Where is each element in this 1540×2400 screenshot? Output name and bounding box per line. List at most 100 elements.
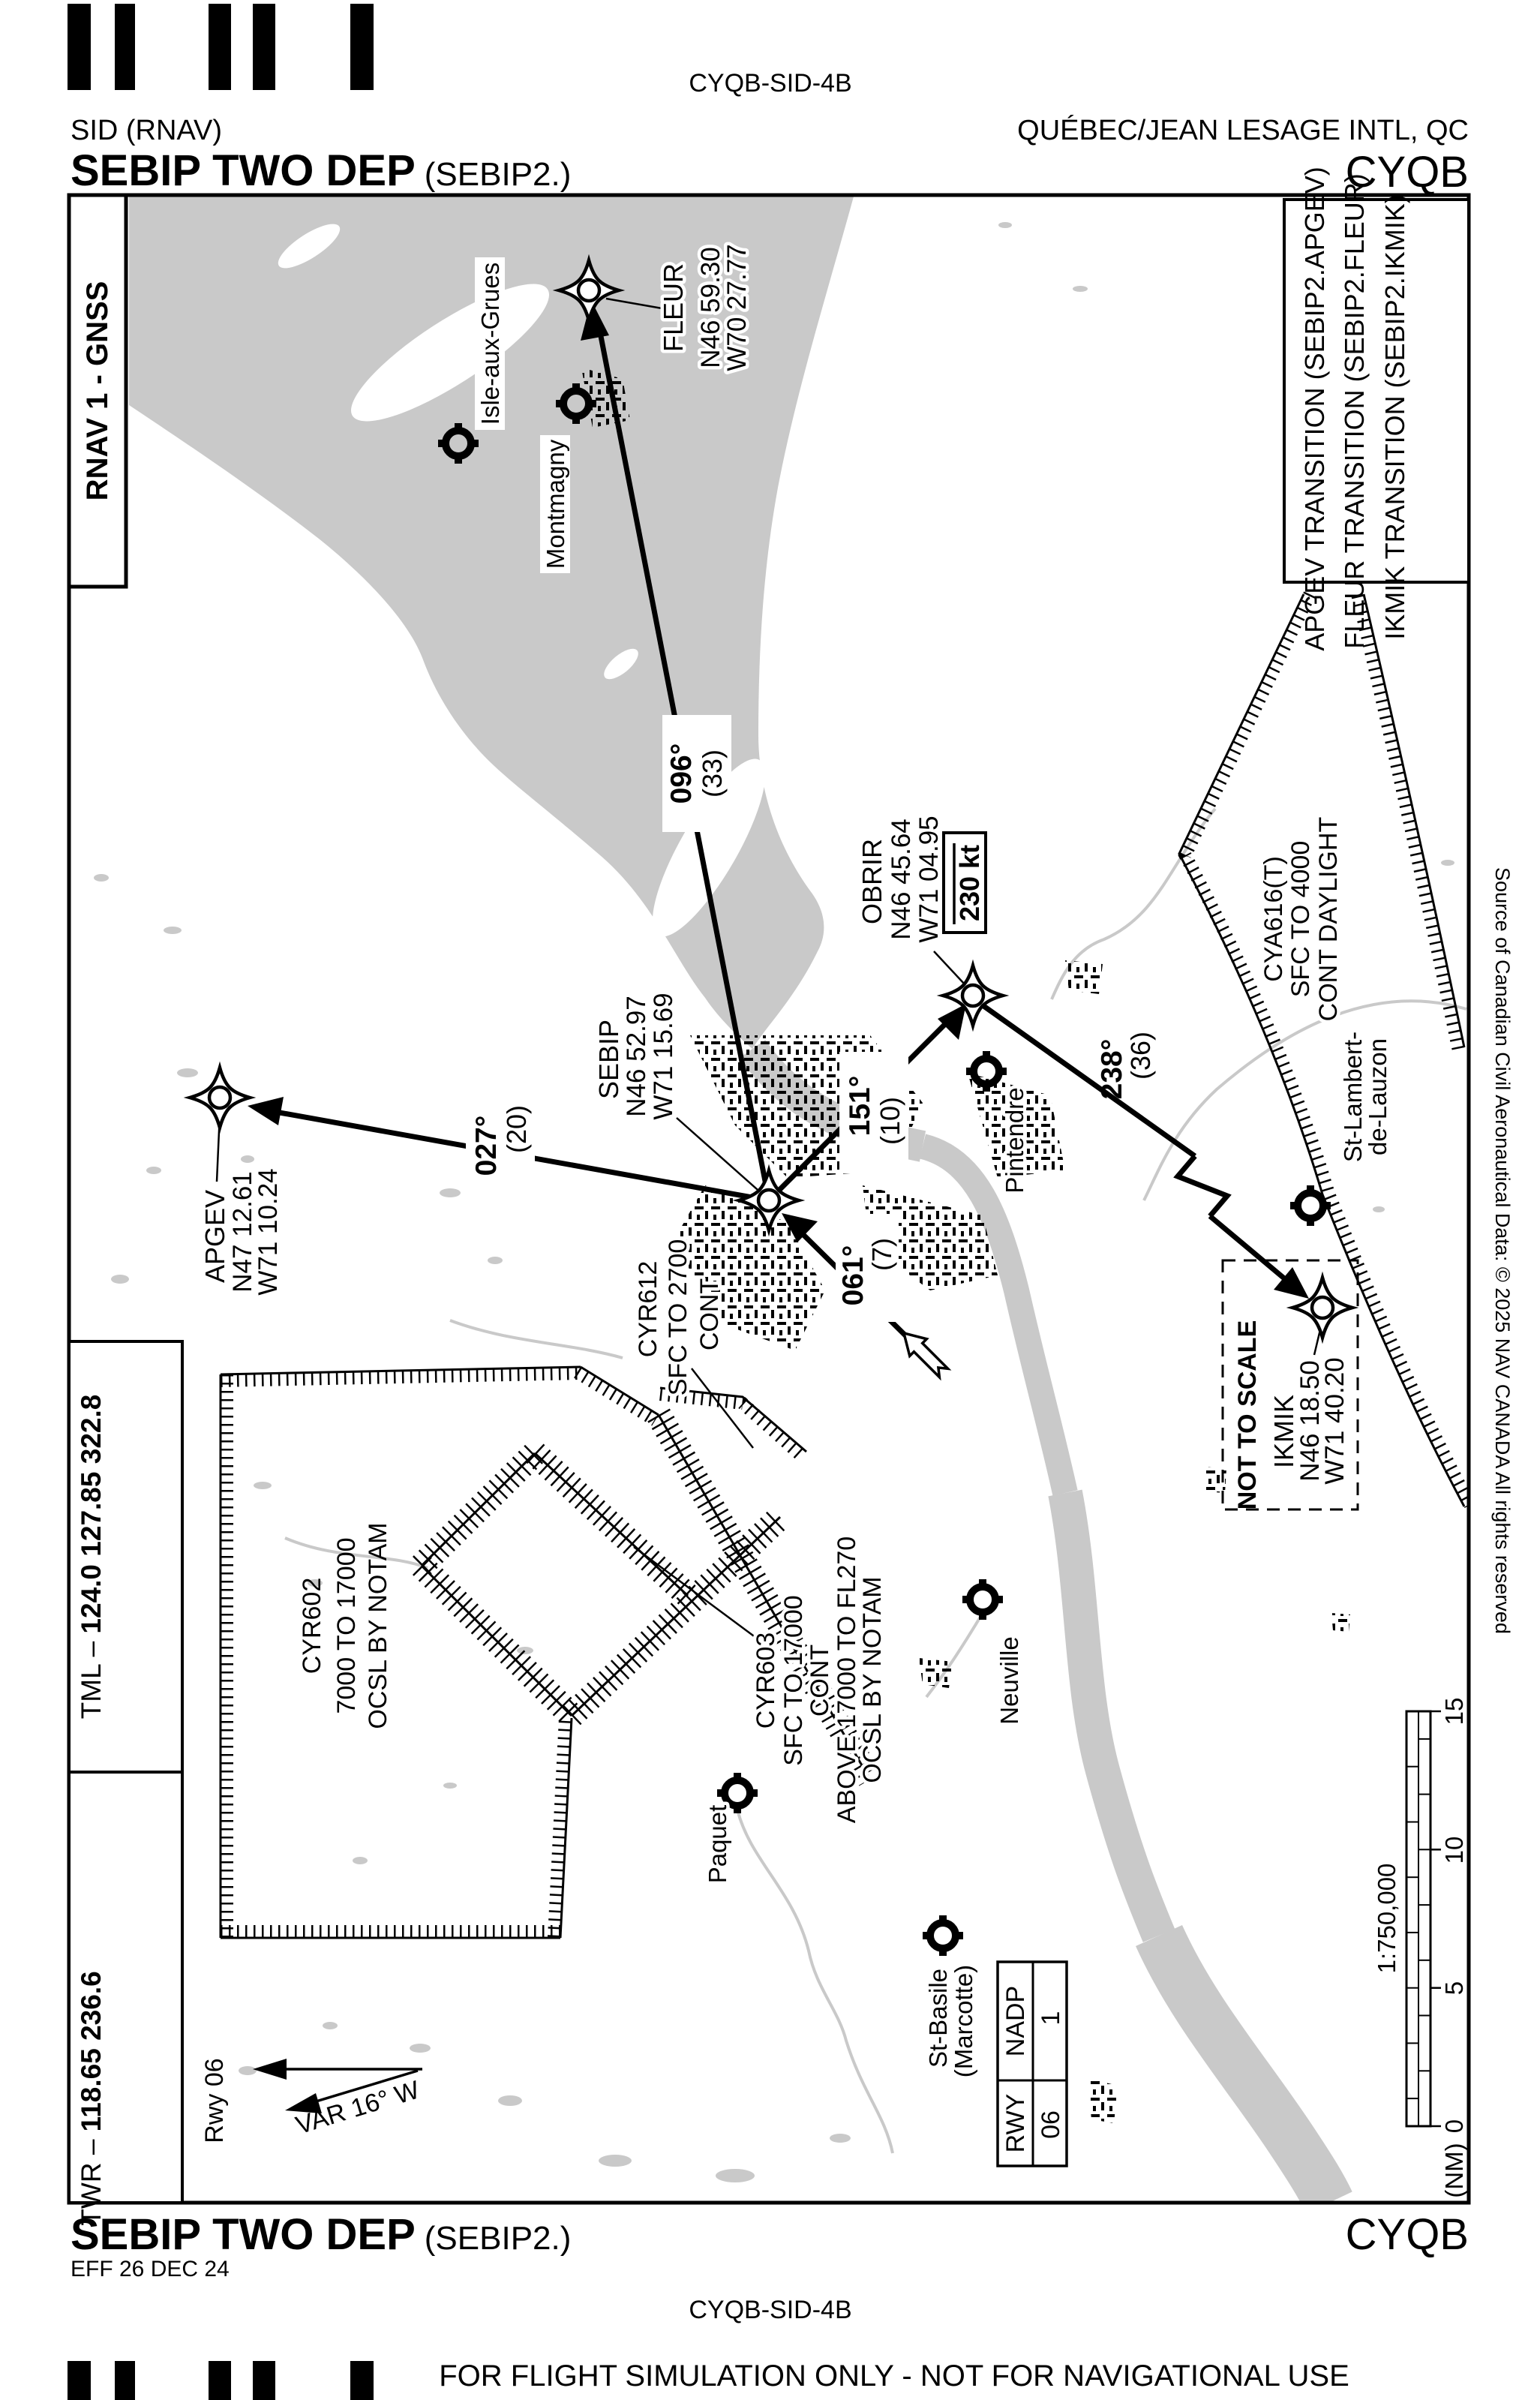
svg-text:15: 15: [1440, 1698, 1468, 1726]
svg-text:W71 15.69: W71 15.69: [649, 993, 678, 1119]
svg-text:NOT TO SCALE: NOT TO SCALE: [1233, 1320, 1262, 1510]
variation-arrows: VAR 16° W Rwy 06: [200, 2058, 423, 2143]
svg-text:10: 10: [1440, 1837, 1468, 1864]
svg-text:APGEV: APGEV: [200, 1190, 230, 1283]
svg-text:FLEUR: FLEUR: [658, 263, 689, 352]
waypoint-label-apgev: APGEV N47 12.61 W71 10.24: [197, 1165, 287, 1299]
svg-text:CONT: CONT: [806, 1645, 834, 1717]
airspace-cya616-boundary: [1178, 591, 1467, 1509]
rwy-label: Rwy 06: [200, 2058, 229, 2143]
svg-text:IKMIK TRANSITION (SEBIP2.IKMIK: IKMIK TRANSITION (SEBIP2.IKMIK): [1379, 194, 1410, 639]
svg-text:RWY: RWY: [1001, 2094, 1030, 2153]
svg-text:ABOVE 17000 TO FL270: ABOVE 17000 TO FL270: [833, 1536, 861, 1823]
svg-text:TML – 124.0 127.85 322.8: TML – 124.0 127.85 322.8: [76, 1395, 107, 1720]
footer-icao: CYQB: [1346, 2210, 1469, 2259]
svg-text:061°: 061°: [837, 1245, 869, 1306]
airport-name: QUÉBEC/JEAN LESAGE INTL, QC: [1017, 114, 1469, 146]
speed-restriction-box: 230 kt: [942, 831, 987, 934]
rnav-box: RNAV 1 - GNSS: [67, 193, 128, 589]
svg-text:N46 59.30: N46 59.30: [696, 247, 725, 368]
svg-text:CYR602: CYR602: [298, 1578, 326, 1675]
svg-text:(33): (33): [697, 749, 728, 797]
svg-text:(20): (20): [501, 1105, 532, 1153]
svg-text:FLEUR TRANSITION (SEBIP2.FLEUR: FLEUR TRANSITION (SEBIP2.FLEUR): [1339, 173, 1370, 648]
airspace-label-cya616: CYA616(T) SFC TO 4000 CONT DAYLIGHT: [1256, 813, 1346, 1025]
simulation-warning: FOR FLIGHT SIMULATION ONLY - NOT FOR NAV…: [439, 2359, 1349, 2392]
svg-text:N46 45.64: N46 45.64: [887, 819, 916, 940]
svg-text:7000 TO 17000: 7000 TO 17000: [332, 1537, 361, 1714]
airspace-label-cyr602: CYR602 7000 TO 17000 OCSL BY NOTAM: [298, 1522, 392, 1729]
runway-departure-arrow: [902, 1331, 952, 1381]
svg-text:Isle-aux-Grues: Isle-aux-Grues: [476, 263, 504, 425]
footer-title: SEBIP TWO DEP(SEBIP2.): [71, 2210, 571, 2259]
frequency-boxes: TML – 124.0 127.85 322.8 TWR – 118.65 23…: [68, 1340, 184, 2226]
svg-text:06: 06: [1037, 2110, 1065, 2139]
svg-text:(10): (10): [875, 1097, 905, 1145]
city-label-paquet: Paquet: [704, 1805, 731, 1884]
svg-text:APGEV TRANSITION (SEBIP2.APGEV: APGEV TRANSITION (SEBIP2.APGEV): [1299, 167, 1330, 651]
svg-text:096°: 096°: [665, 743, 698, 804]
city-label-isle: Isle-aux-Grues: [475, 257, 505, 430]
waypoint-symbols: [190, 254, 1352, 1338]
airspace-cyr603-boundary: [647, 1386, 881, 1786]
svg-text:W71 04.95: W71 04.95: [914, 816, 944, 942]
footer-effective: EFF 26 DEC 24: [71, 2257, 230, 2281]
svg-text:IKMIK: IKMIK: [1268, 1395, 1299, 1468]
waypoint-label-ikmik: IKMIK N46 18.50 W71 40.20: [1265, 1354, 1353, 1488]
waypoint-label-fleur: FLEUR N46 59.30 W70 27.77: [655, 241, 755, 374]
svg-text:CONT DAYLIGHT: CONT DAYLIGHT: [1314, 817, 1343, 1022]
svg-text:SFC TO 2700: SFC TO 2700: [664, 1239, 692, 1396]
svg-text:(7): (7): [866, 1238, 897, 1271]
svg-text:W70 27.77: W70 27.77: [722, 244, 752, 371]
chart-title: SEBIP TWO DEP(SEBIP2.): [71, 146, 571, 195]
svg-text:238°: 238°: [1096, 1039, 1128, 1100]
doc-code-top: CYQB-SID-4B: [689, 69, 851, 98]
route-238: [980, 1003, 1309, 1299]
scale-unit: (NM): [1440, 2143, 1468, 2197]
svg-text:230 kt: 230 kt: [954, 845, 985, 921]
svg-text:(36): (36): [1125, 1032, 1156, 1080]
route-label-096: 096° (33): [662, 715, 731, 832]
source-note: Source of Canadian Civil Aeronautical Da…: [1491, 867, 1514, 1634]
svg-text:CYA616(T): CYA616(T): [1259, 856, 1288, 982]
svg-text:CONT: CONT: [695, 1278, 724, 1350]
svg-text:1: 1: [1037, 2011, 1065, 2026]
transitions-box: APGEV TRANSITION (SEBIP2.APGEV) FLEUR TR…: [1283, 167, 1470, 651]
registration-marks-bottom: [68, 2361, 374, 2400]
scale-ratio: 1:750,000: [1373, 1864, 1400, 1974]
svg-text:SEBIP: SEBIP: [593, 1020, 624, 1099]
rwy-nadp-table: NADP 1 RWY 06: [996, 1960, 1068, 2167]
scale-bar: 0 5 10 15 (NM) 1:750,000: [1373, 1698, 1468, 2198]
registration-marks-top: [68, 4, 374, 90]
city-label-stlambert2: de-Lauzon: [1364, 1038, 1391, 1155]
svg-text:W71 40.20: W71 40.20: [1320, 1357, 1349, 1484]
airspace-cyr612-boundary: [412, 1443, 789, 1726]
svg-text:OBRIR: OBRIR: [857, 839, 887, 924]
svg-text:SFC TO 17000: SFC TO 17000: [779, 1595, 808, 1765]
route-label-027: 027° (20): [466, 1080, 535, 1200]
waypoint-label-obrir: OBRIR N46 45.64 W71 04.95: [854, 813, 947, 946]
svg-text:Montmagny: Montmagny: [542, 439, 569, 569]
svg-text:OCSL BY NOTAM: OCSL BY NOTAM: [858, 1576, 887, 1783]
airspace-label-cyr612: CYR612 SFC TO 2700 CONT: [631, 1236, 728, 1399]
svg-text:NADP: NADP: [1001, 1986, 1030, 2056]
airport-icao: CYQB: [1346, 148, 1469, 197]
doc-code-bottom: CYQB-SID-4B: [689, 2296, 851, 2324]
route-label-151: 151° (10): [839, 1052, 908, 1172]
city-label-stlambert1: St-Lambert-: [1339, 1032, 1367, 1162]
city-label-stbasile1: St-Basile: [924, 1969, 952, 2068]
svg-text:RNAV 1 - GNSS: RNAV 1 - GNSS: [81, 281, 114, 501]
route-label-061: 061° (7): [836, 1214, 899, 1322]
var-label: VAR 16° W: [293, 2075, 422, 2140]
svg-text:027°: 027°: [470, 1116, 503, 1176]
not-to-scale-box: NOT TO SCALE: [1221, 1259, 1359, 1511]
route-label-238: 238° (36): [1096, 1032, 1156, 1099]
chart-type: SID (RNAV): [71, 115, 222, 146]
city-label-montmagny: Montmagny: [540, 435, 570, 573]
svg-text:N46 18.50: N46 18.50: [1295, 1360, 1325, 1482]
city-label-stbasile2: (Marcotte): [950, 1965, 977, 2077]
svg-text:W71 10.24: W71 10.24: [254, 1168, 283, 1295]
city-label-neuville: Neuville: [995, 1636, 1023, 1724]
svg-text:151°: 151°: [844, 1076, 876, 1137]
